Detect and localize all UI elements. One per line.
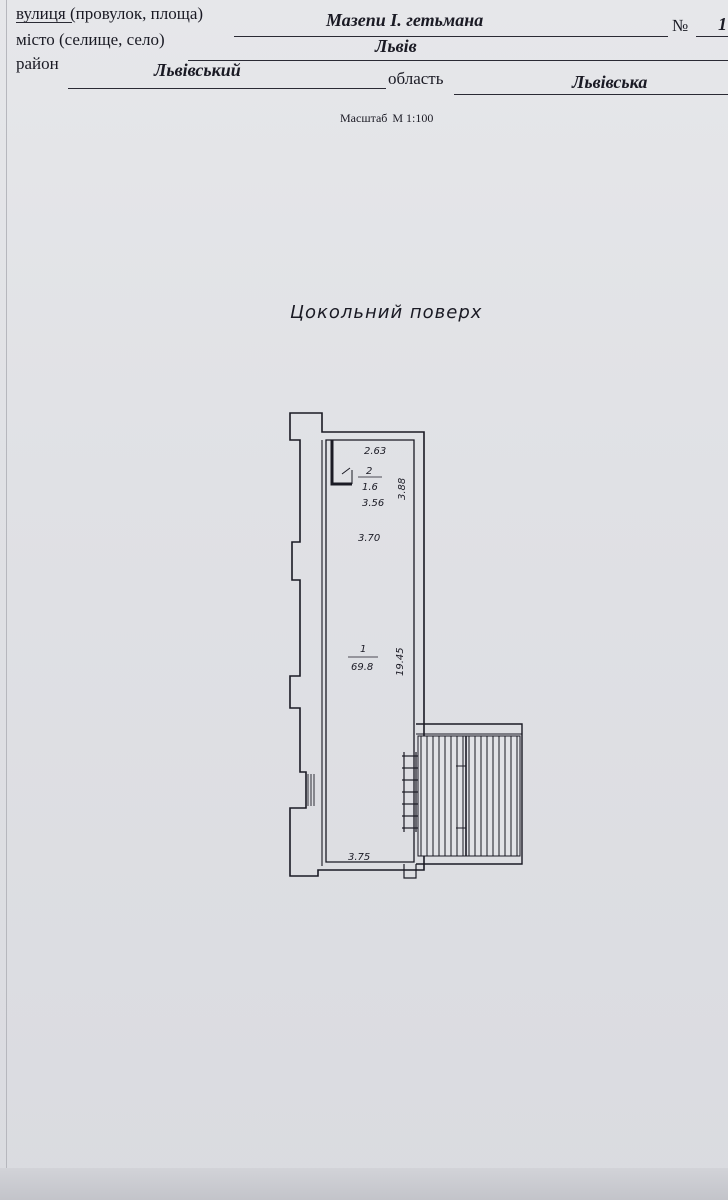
room2-number: 2 (366, 466, 372, 477)
page-edge (6, 0, 7, 1180)
room2-partition (330, 440, 352, 486)
city-value: Львів (375, 36, 417, 56)
street-underline (234, 36, 668, 37)
street-value: Мазепи І. гетьмана (326, 10, 484, 30)
room2-door (341, 467, 353, 484)
floor-title: Цокольний поверх (290, 302, 483, 323)
scale-label: Масштаб (340, 111, 388, 125)
region-label: область (388, 69, 444, 88)
room1-area: 69.8 (351, 662, 373, 673)
city-label: місто (селище, село) (16, 30, 165, 49)
number-value: 1 (718, 14, 727, 34)
region-value: Львівська (572, 72, 648, 92)
room2-width: 2.63 (364, 446, 386, 457)
bottom-notch (403, 864, 417, 879)
city-underline (188, 60, 728, 61)
room1-width-top: 3.70 (358, 533, 380, 544)
left-wall-hatch (307, 774, 315, 806)
district-underline (68, 88, 386, 89)
room2-inner-width: 3.56 (362, 498, 384, 509)
room2-length: 3.88 (397, 478, 408, 500)
scale-value: М 1:100 (392, 111, 434, 125)
number-label: № (672, 16, 689, 35)
street-label: вулиця (провулок, площа) (16, 4, 204, 23)
stair-steps (402, 752, 418, 832)
room1-length: 19.45 (395, 647, 406, 676)
inner-wall (325, 439, 415, 863)
street-label-underline (16, 22, 72, 23)
terrace-outline (416, 723, 523, 865)
room1-number: 1 (360, 644, 366, 655)
number-underline (696, 36, 728, 37)
scale-text: Масштаб М 1:100 (340, 111, 433, 126)
district-label: район (16, 54, 59, 73)
room2-area: 1.6 (362, 482, 378, 493)
room1-width-bottom: 3.75 (348, 852, 370, 863)
page-bottom-edge (0, 1168, 728, 1200)
district-value: Львівський (154, 60, 241, 80)
region-underline (454, 94, 728, 95)
stairs-hatch (417, 735, 521, 857)
